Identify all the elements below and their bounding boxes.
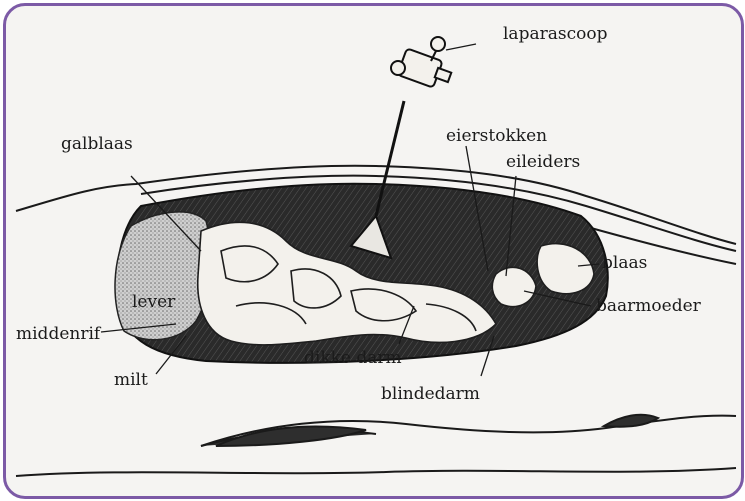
illustration-frame: laparascoop galblaas eierstokken eileide… (3, 3, 744, 499)
label-lever: lever (132, 294, 175, 311)
label-laparascoop: laparascoop (503, 26, 607, 43)
label-baarmoeder: baarmoeder (596, 298, 701, 315)
anatomy-illustration (6, 6, 741, 496)
label-eierstokken: eierstokken (446, 128, 547, 145)
lower-contour (16, 415, 736, 476)
label-dikke-darm: dikke darm (304, 350, 402, 367)
label-blindedarm: blindedarm (381, 386, 480, 403)
label-middenrif: middenrif (16, 326, 100, 343)
label-blaas: blaas (602, 255, 647, 272)
label-eileiders: eileiders (506, 154, 580, 171)
uterus-shape (492, 267, 536, 306)
label-milt: milt (114, 372, 148, 389)
label-galblaas: galblaas (61, 136, 133, 153)
liver-shape (115, 212, 211, 340)
